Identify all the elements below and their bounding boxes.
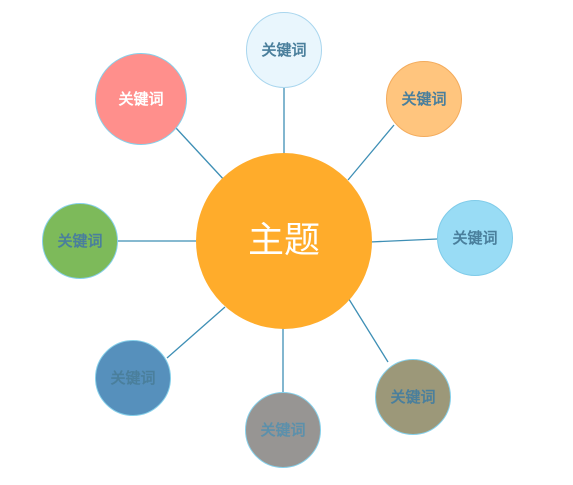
keyword-label: 关键词	[452, 228, 498, 247]
keyword-label: 关键词	[260, 420, 306, 439]
keyword-node-top: 关键词	[246, 12, 322, 88]
center-topic-label: 主题	[247, 220, 320, 261]
keyword-node-bottom: 关键词	[245, 392, 321, 468]
keyword-label: 关键词	[57, 231, 103, 250]
center-topic-node: 主题	[196, 153, 372, 329]
keyword-node-bottom-left: 关键词	[95, 340, 171, 416]
keyword-node-right: 关键词	[437, 200, 513, 276]
connector-line-3	[346, 295, 389, 363]
keyword-label: 关键词	[118, 89, 164, 108]
keyword-node-top-left: 关键词	[95, 53, 187, 145]
keyword-label: 关键词	[110, 368, 156, 387]
keyword-label: 关键词	[390, 387, 436, 406]
keyword-label: 关键词	[261, 40, 307, 59]
keyword-node-left: 关键词	[42, 203, 118, 279]
connector-line-2	[369, 238, 438, 243]
connector-line-7	[175, 127, 227, 183]
keyword-node-bottom-right: 关键词	[375, 359, 451, 435]
keyword-label: 关键词	[401, 89, 447, 108]
connector-line-5	[166, 306, 226, 359]
keyword-node-top-right: 关键词	[386, 61, 462, 137]
connector-line-1	[347, 124, 395, 181]
